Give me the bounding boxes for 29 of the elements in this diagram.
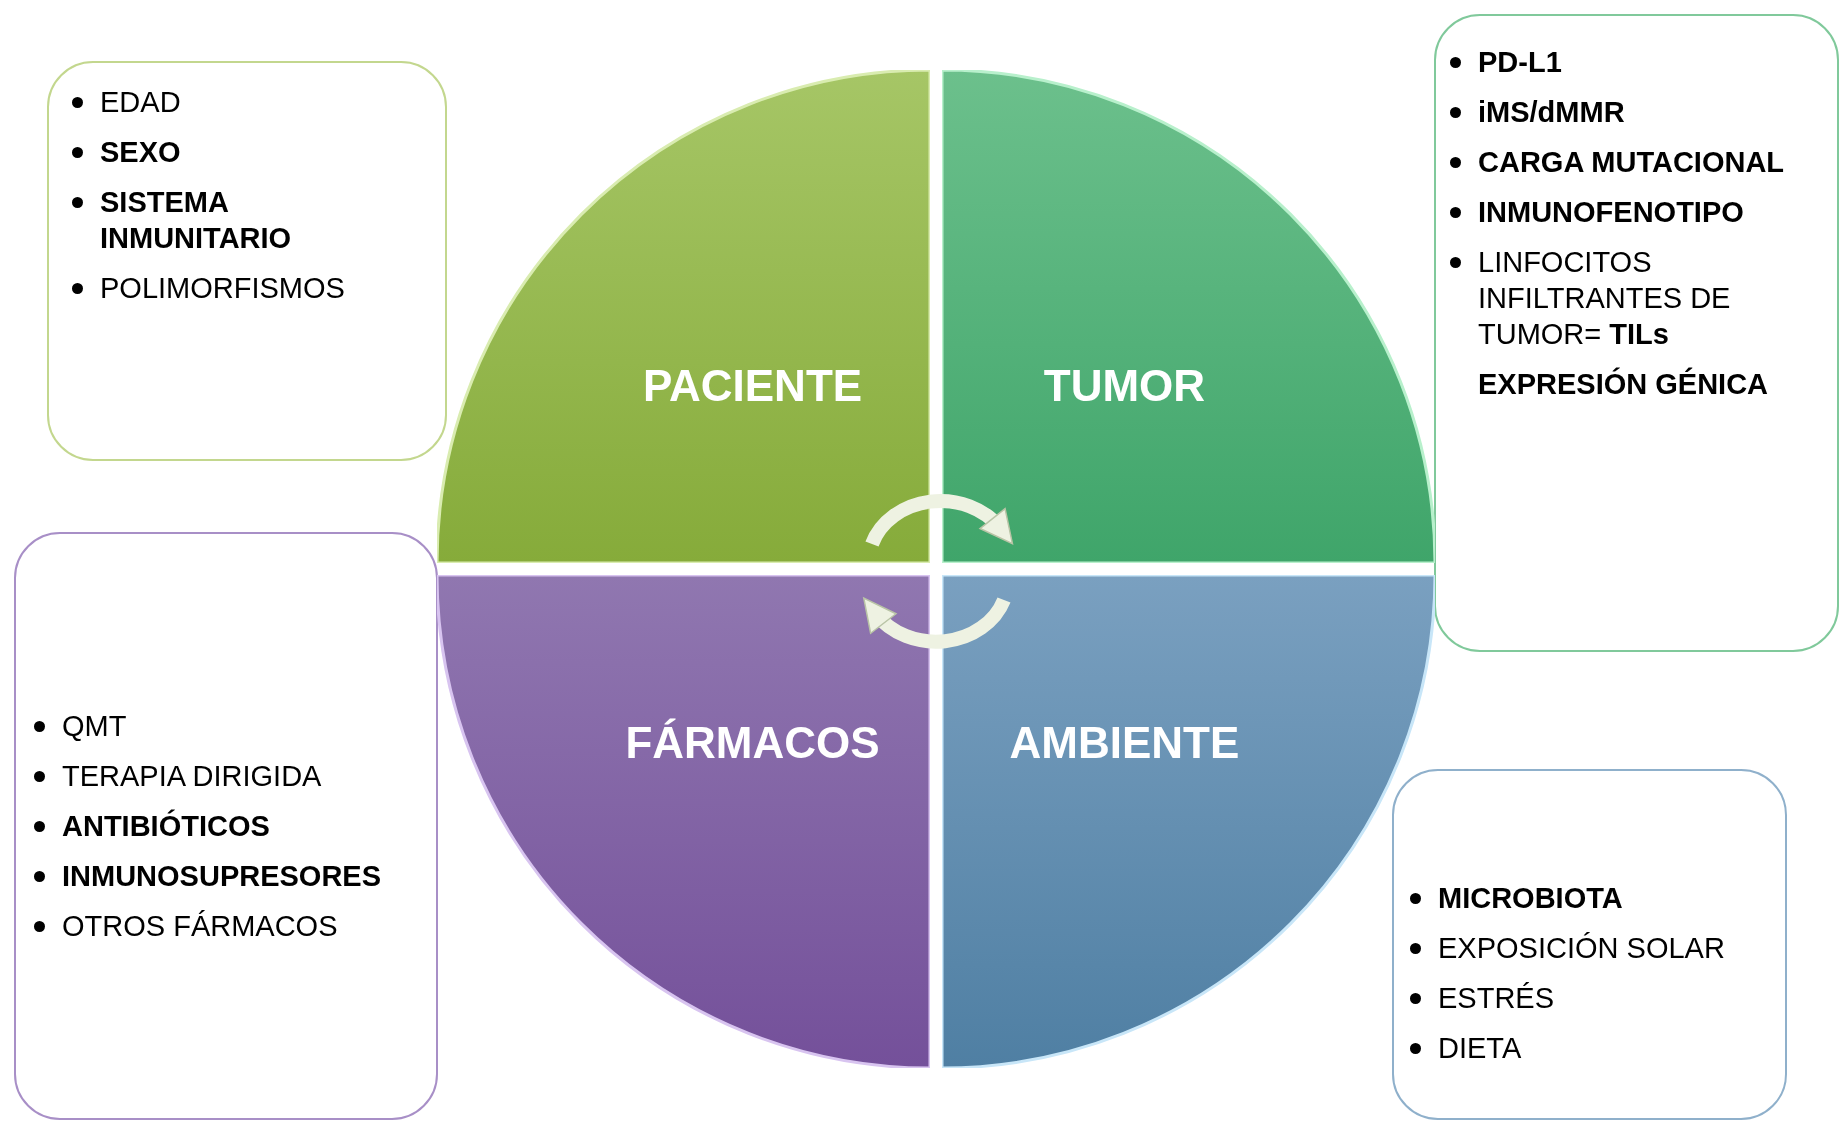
text-card (14, 532, 438, 1120)
curved-arrow (865, 494, 1015, 547)
bullet-item: DIETA (1406, 1030, 1776, 1066)
bullet-item: ANTIBIÓTICOS (30, 808, 430, 844)
bullet-item: iMS/dMMR (1446, 94, 1836, 130)
quadrant-title: PACIENTE (642, 360, 863, 411)
text-card (1434, 14, 1839, 652)
bullet-item: SISTEMA INMUNITARIO (68, 184, 368, 256)
bullet-item: PD-L1 (1446, 44, 1836, 80)
bullet-item: SEXO (68, 134, 368, 170)
quadrant-title: TUMOR (1043, 360, 1206, 411)
bullet-item: INMUNOFENOTIPO (1446, 194, 1836, 230)
bullet-item: LINFOCITOS INFILTRANTES DE TUMOR= TILs (1446, 244, 1836, 352)
bullet-item: OTROS FÁRMACOS (30, 908, 430, 944)
quadrant-title: AMBIENTE (1009, 717, 1240, 768)
bullet-item: ESTRÉS (1406, 980, 1776, 1016)
list-text: EXPRESIÓN GÉNICA (1477, 366, 1770, 402)
bullet-item: EDAD (68, 84, 368, 120)
bullet-item: CARGA MUTACIONAL (1446, 144, 1836, 180)
bullet-item: POLIMORFISMOS (68, 270, 368, 306)
text-card (1392, 769, 1787, 1120)
curved-arrow (862, 596, 1011, 649)
quadrant-title: FÁRMACOS (625, 717, 880, 768)
bullet-item: MICROBIOTA (1406, 880, 1776, 916)
bullet-item: TERAPIA DIRIGIDA (30, 758, 430, 794)
text-card (47, 61, 447, 461)
bullet-item: QMT (30, 708, 430, 744)
bullet-item: EXPOSICIÓN SOLAR (1406, 930, 1776, 966)
bullet-item: INMUNOSUPRESORES (30, 858, 430, 894)
